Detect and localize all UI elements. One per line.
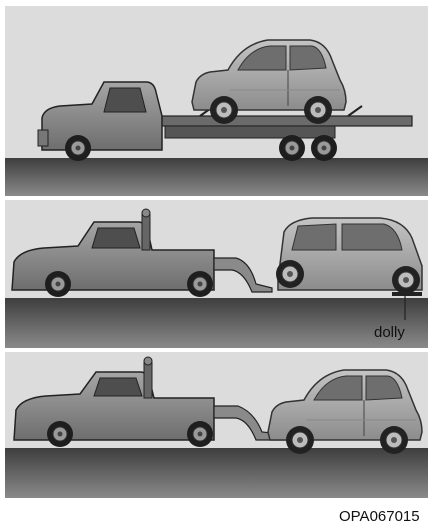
dolly: [392, 292, 422, 296]
figure-code: OPA067015: [339, 508, 420, 525]
panel-dolly: [5, 200, 428, 348]
road: [5, 448, 428, 498]
car-on-dolly: [276, 218, 422, 294]
flatbed: [160, 116, 412, 126]
road: [5, 158, 428, 196]
panel-front-lift: [5, 352, 428, 498]
panel-flatbed: [5, 6, 428, 196]
dolly-label: dolly: [374, 324, 405, 341]
road: [5, 298, 428, 348]
